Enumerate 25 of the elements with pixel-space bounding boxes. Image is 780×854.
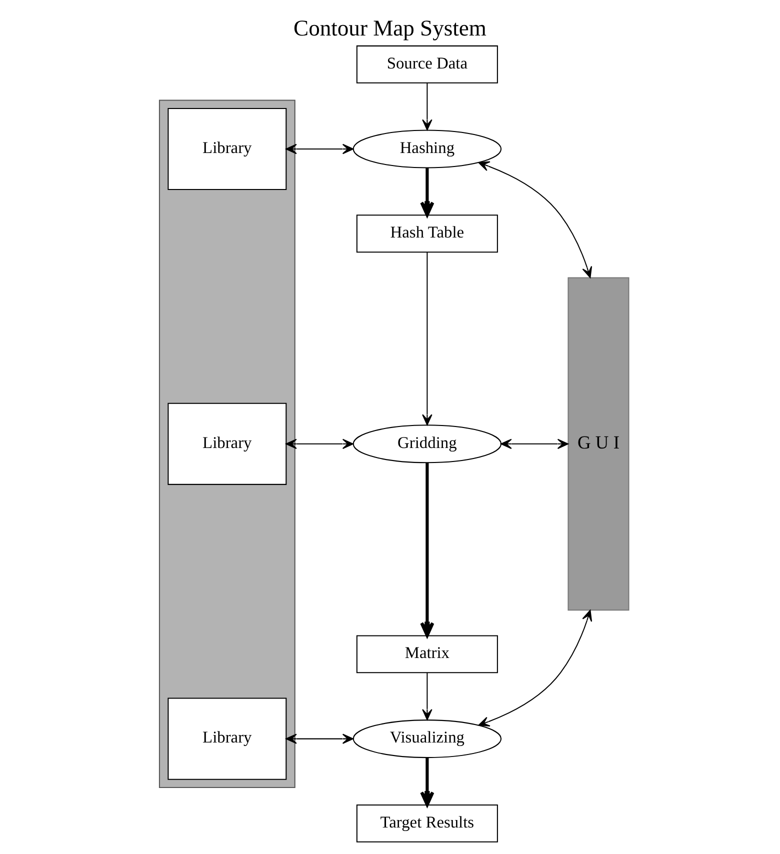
node-box: G U I xyxy=(568,276,630,610)
node-box: Library xyxy=(168,697,287,780)
node-ellipse: Visualizing xyxy=(352,719,502,758)
node-box: Library xyxy=(168,107,287,190)
node-box: Hash Table xyxy=(356,214,498,252)
node-box: Matrix xyxy=(356,634,498,673)
arrow xyxy=(286,733,354,744)
node-ellipse: Gridding xyxy=(352,424,502,463)
diagram-title: Contour Map System xyxy=(294,14,486,40)
arrow xyxy=(420,462,434,637)
arrow xyxy=(478,160,592,278)
arrow xyxy=(286,143,354,154)
arrow xyxy=(422,672,432,720)
arrow xyxy=(420,757,434,806)
arrow xyxy=(500,438,569,449)
arrow xyxy=(422,82,432,130)
node-box: Source Data xyxy=(356,44,498,83)
arrow xyxy=(422,252,432,425)
arrow xyxy=(420,167,434,216)
arrow xyxy=(286,438,354,449)
cluster xyxy=(158,99,296,788)
node-box: Library xyxy=(168,402,287,484)
node-ellipse: Hashing xyxy=(352,129,502,168)
arrow xyxy=(478,609,592,726)
node-box: Target Results xyxy=(356,804,498,842)
